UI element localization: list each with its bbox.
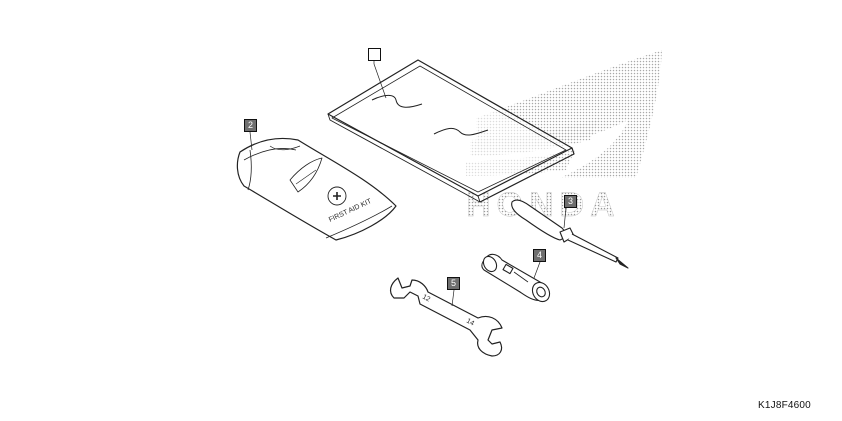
callout-manual — [368, 48, 381, 61]
callout-leader-screwdriver — [563, 207, 567, 229]
wrench-size-right: 14 — [465, 318, 475, 328]
callout-first-aid-kit: 2 — [244, 119, 257, 132]
screwdriver — [511, 199, 629, 269]
manual-pouch — [327, 59, 575, 203]
callout-plug-wrench: 4 — [533, 249, 546, 262]
open-end-wrench — [389, 277, 503, 357]
wrench-size-left: 12 — [421, 294, 431, 304]
spark-plug-wrench — [481, 253, 551, 303]
callout-open-end-wrench: 5 — [447, 277, 460, 290]
callout-leader-open-end-wrench — [451, 289, 455, 307]
callout-leader-first-aid-kit — [249, 131, 253, 151]
callout-screwdriver: 3 — [564, 195, 577, 208]
callout-leader-plug-wrench — [533, 261, 541, 279]
first-aid-kit-pouch — [236, 137, 397, 241]
drawing-code: K1J8F4600 — [758, 400, 811, 411]
